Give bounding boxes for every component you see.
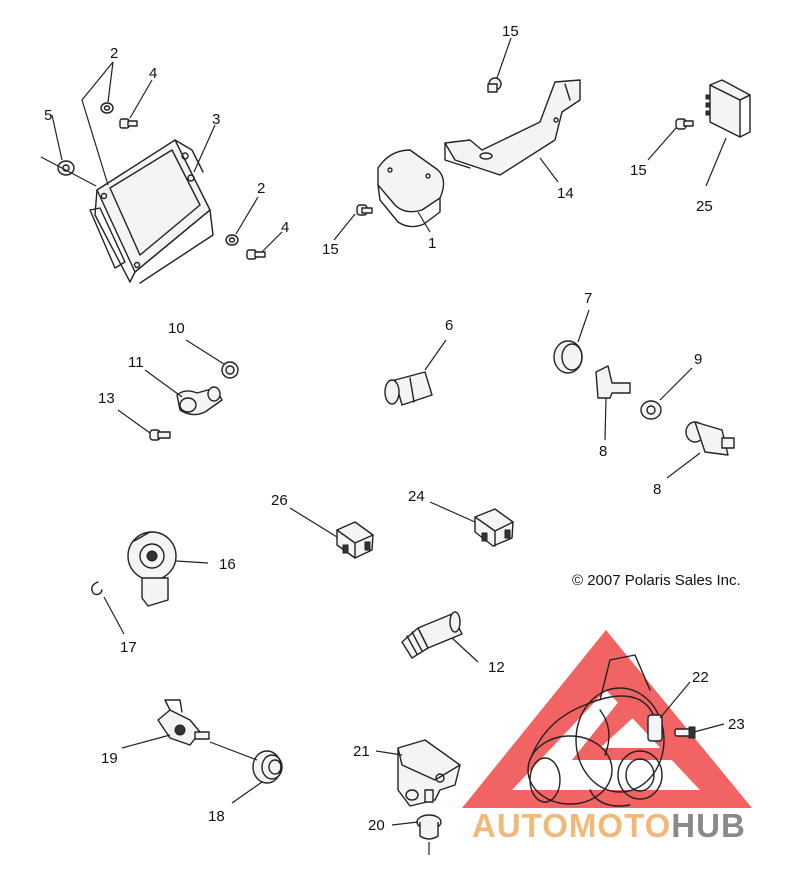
callout-15-b: 15 [502, 23, 519, 40]
part-14-bracket [444, 79, 581, 176]
callout-22: 22 [692, 669, 709, 686]
callout-8-right: 8 [653, 481, 661, 498]
callout-1: 1 [428, 235, 436, 252]
part-7-cap [553, 340, 583, 374]
callout-15-c: 15 [630, 162, 647, 179]
callout-14: 14 [557, 185, 574, 202]
part-25-connector [705, 79, 751, 138]
callout-25: 25 [696, 198, 713, 215]
part-16-knock-sensor [127, 531, 177, 607]
part-3-ecu [89, 139, 214, 284]
part-15-screw-c [675, 118, 694, 130]
leader-lines [40, 37, 727, 826]
callout-9: 9 [694, 351, 702, 368]
part-9-nut [640, 400, 662, 420]
callout-11: 11 [128, 354, 144, 371]
part-19-sensor [157, 699, 210, 746]
callout-19: 19 [101, 750, 118, 767]
watermark-moto: MOTO [569, 807, 671, 844]
callout-12: 12 [488, 659, 505, 676]
callout-4-upper: 4 [149, 65, 157, 82]
callout-7: 7 [584, 290, 592, 307]
callout-15-a: 15 [322, 241, 339, 258]
callout-20: 20 [368, 817, 385, 834]
callout-8-left: 8 [599, 443, 607, 460]
part-8-key-tab [595, 365, 631, 399]
part-23-screw [674, 726, 696, 739]
callout-3: 3 [212, 111, 220, 128]
callout-17: 17 [120, 639, 137, 656]
callout-numbers: 2 4 5 3 2 4 15 1 15 14 15 25 10 11 13 6 … [44, 23, 745, 834]
part-6-sensor [384, 371, 433, 406]
callout-23: 23 [728, 716, 745, 733]
copyright-text: © 2007 Polaris Sales Inc. [572, 572, 741, 589]
part-1-module [377, 149, 445, 228]
part-8-switch [685, 421, 735, 456]
callout-5: 5 [44, 107, 52, 124]
part-15-screw-b [487, 77, 502, 93]
part-21-map-sensor [397, 739, 461, 807]
part-18-grommet [252, 750, 283, 784]
watermark-auto: AUTO [472, 807, 569, 844]
part-4-bolt-upper [119, 118, 138, 129]
part-26-relay [336, 521, 374, 559]
callout-10: 10 [168, 320, 185, 337]
watermark-hub: HUB [671, 807, 746, 844]
svg-text:AUTOMOTOHUB: AUTOMOTOHUB [472, 807, 746, 844]
part-2-washer-lower [225, 234, 239, 246]
part-10-o-ring [221, 361, 239, 379]
watermark-wordmark: AUTOMOTOHUB [472, 807, 746, 844]
callout-6: 6 [445, 317, 453, 334]
callout-4-lower: 4 [281, 219, 289, 236]
watermark-triangle [462, 630, 752, 808]
callout-2-lower: 2 [257, 180, 265, 197]
callout-24: 24 [408, 488, 425, 505]
part-4-bolt-lower [246, 249, 266, 260]
part-2-washer-upper [100, 102, 114, 114]
throttle-body-assembly [527, 654, 665, 807]
part-15-screw-a [356, 204, 373, 216]
part-17-clip [91, 581, 103, 596]
part-24-relay [474, 508, 514, 547]
callout-2-upper: 2 [110, 45, 118, 62]
callout-21: 21 [353, 743, 370, 760]
part-13-bolt [149, 429, 171, 441]
callout-16: 16 [219, 556, 236, 573]
part-20-plug [416, 814, 442, 855]
callout-13: 13 [98, 390, 115, 407]
callout-18: 18 [208, 808, 225, 825]
callout-26: 26 [271, 492, 288, 509]
part-11-sensor [176, 386, 223, 416]
part-12-temp-sensor [401, 611, 463, 659]
